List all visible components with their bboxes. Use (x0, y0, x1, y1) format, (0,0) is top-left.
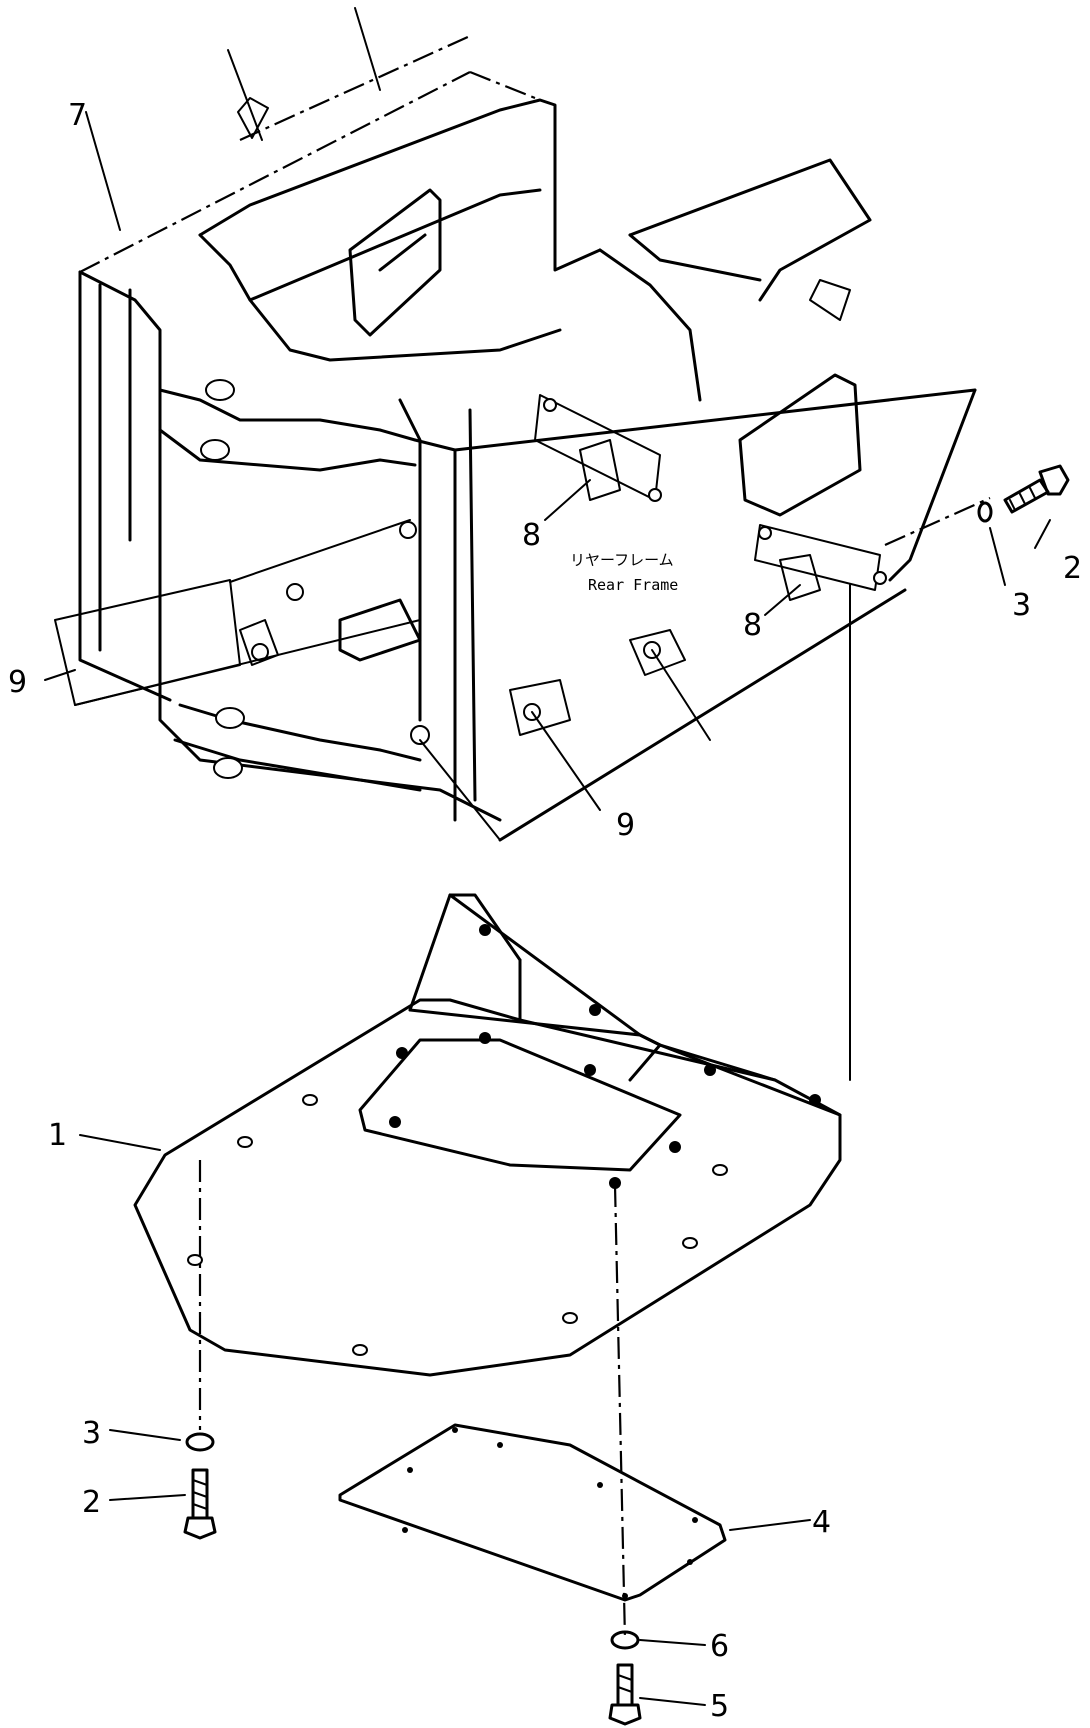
callout-4: 4 (812, 1505, 831, 1540)
washer-3-left (185, 1432, 215, 1452)
phantom-line-right (884, 496, 991, 547)
callout-1: 1 (48, 1118, 67, 1153)
leader-lines (44, 111, 1051, 1706)
bolt-2-right (1003, 464, 1070, 514)
callout-9-left: 9 (8, 665, 27, 700)
frame-label-en: Rear Frame (588, 576, 678, 594)
bolt-2-left (183, 1468, 217, 1540)
callout-8-right: 8 (743, 608, 762, 643)
callout-9-center: 9 (616, 808, 635, 843)
callout-3-left: 3 (82, 1416, 101, 1451)
bolt-5 (608, 1663, 642, 1726)
callout-2-left: 2 (82, 1485, 101, 1520)
washer-3-right (977, 501, 993, 523)
callout-6: 6 (710, 1629, 729, 1664)
frame-label-jp: リヤーフレーム (570, 551, 674, 569)
callout-5: 5 (710, 1689, 729, 1724)
callout-7: 7 (68, 98, 87, 133)
callout-3-right: 3 (1012, 588, 1031, 623)
cover-plate (338, 1423, 727, 1602)
callout-2-right: 2 (1063, 551, 1082, 586)
rear-frame (54, 7, 977, 842)
guide-line-center (613, 1184, 627, 1641)
callout-8-left: 8 (522, 518, 541, 553)
washer-6 (610, 1630, 640, 1650)
guard-plate (133, 893, 842, 1377)
